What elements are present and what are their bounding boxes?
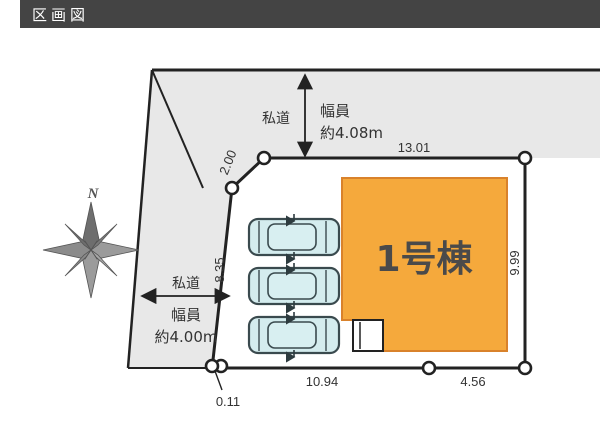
dimension-top-edge: 13.01: [264, 140, 525, 160]
dimension-bottom-left-short: 0.11: [214, 370, 240, 409]
north-road-width-label-2: 約4.08m: [320, 124, 383, 142]
dimension-bottom-right-value: 4.56: [460, 374, 485, 389]
car-cabin: [267, 223, 317, 251]
vertex-node: [517, 150, 533, 166]
dimension-bottom: 10.94 4.56: [306, 374, 486, 389]
dimension-top-value: 13.01: [398, 140, 431, 155]
car-2: [247, 263, 341, 314]
compass-north-label: N: [87, 186, 100, 202]
road-inner-diagonal: [151, 69, 204, 189]
vertex-node: [421, 360, 437, 376]
car-1: [247, 214, 341, 265]
page-header: 区画図: [20, 0, 600, 28]
vertex-node: [224, 180, 240, 196]
compass-rose: N: [42, 186, 140, 299]
building-1: 1号棟: [341, 177, 508, 352]
page-title: 区画図: [32, 5, 90, 24]
north-road-area: [152, 70, 600, 188]
north-road-width-label-1: 幅員: [320, 102, 350, 120]
vertex-node: [517, 360, 533, 376]
vertex-node: [256, 150, 272, 166]
west-road-annotation: 私道 幅員 約4.00m: [140, 276, 231, 346]
dimension-left-edge: 8.35: [212, 257, 227, 282]
car-cabin: [267, 272, 317, 300]
parking-area: [247, 214, 341, 363]
site-plan-drawing: 1号棟: [42, 68, 600, 409]
west-road-width-label-2: 約4.00m: [154, 328, 217, 346]
dimension-chamfer-line: [231, 157, 265, 189]
building-porch: [352, 319, 384, 352]
dimension-right-value: 9.99: [507, 250, 522, 275]
dimension-left-value: 8.35: [212, 257, 227, 282]
west-road-name-label: 私道: [172, 276, 200, 292]
car-3: [247, 312, 341, 363]
compass-point-sw: [64, 249, 92, 277]
car-cabin: [267, 321, 317, 349]
dimension-bottom-main-value: 10.94: [306, 374, 339, 389]
north-road-name-label: 私道: [262, 111, 290, 127]
building-label: 1号棟: [375, 239, 473, 280]
vertex-nodes: [204, 150, 533, 376]
dimension-0-11-leader: [214, 370, 223, 391]
dimension-bottom-left-value: 0.11: [216, 394, 240, 409]
vertex-node: [204, 358, 220, 374]
dimension-right-edge: 9.99: [507, 158, 526, 368]
north-road-annotation: 私道 幅員 約4.08m: [262, 73, 383, 158]
plan-canvas: 1号棟: [0, 28, 600, 444]
west-road-width-label-1: 幅員: [171, 306, 201, 324]
road-west-outer-boundary: [126, 69, 154, 369]
